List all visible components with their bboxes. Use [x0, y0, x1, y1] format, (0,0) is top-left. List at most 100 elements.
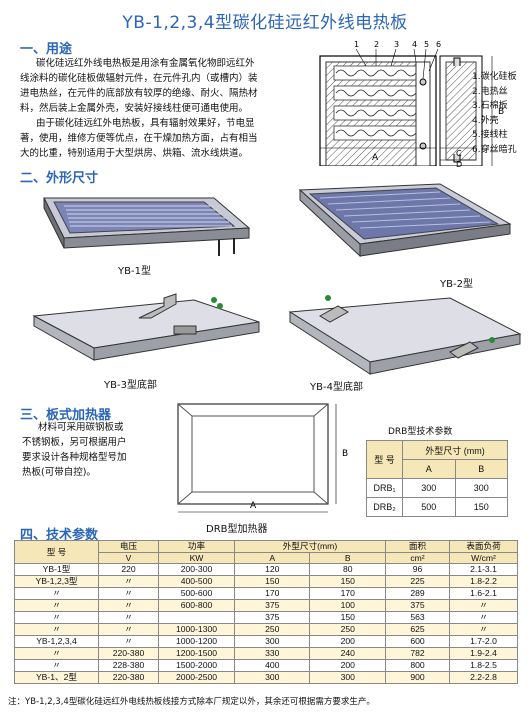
cell: 〃: [14, 659, 99, 673]
terminal-bottom: [419, 142, 427, 150]
cell: 400-500: [158, 575, 235, 589]
dim-d-label: D: [456, 160, 462, 168]
cell: 1.8-2.2: [449, 575, 518, 589]
cell: 330: [233, 647, 311, 661]
drb-table-title: DRB型技术参数: [388, 427, 453, 437]
yb1-illustration: [43, 197, 251, 256]
cell: 900: [385, 671, 450, 685]
cell: 600: [385, 635, 450, 649]
usage-line: 进电热丝，在元件的底部放有较厚的绝缘、耐火、隔热材: [20, 88, 258, 99]
cell: 〃: [449, 611, 518, 625]
cell: YB-1,2,3型: [14, 575, 99, 589]
cell: 600-800: [158, 599, 235, 613]
col-area: 面积: [385, 540, 450, 553]
cell: 100: [309, 599, 386, 613]
cell: 1000-1200: [158, 635, 235, 649]
table-row: DRB₂ 500 150: [366, 497, 508, 517]
cell: YB-1型: [14, 563, 99, 577]
yb1-caption: YB-1型: [118, 266, 151, 277]
drb-col-size: 外型尺寸 (mm): [402, 440, 508, 460]
yb4-illustration: [288, 295, 522, 375]
cell: 2.2-2.8: [449, 671, 518, 685]
cell: 500: [402, 497, 456, 517]
cell: 150: [233, 575, 311, 589]
cell: 400: [233, 659, 311, 673]
usage-line: 碳化硅远红外线电热板是用涂有金属氧化物即远红外: [36, 58, 255, 69]
section-tech-heading: 四、技术参数: [20, 528, 99, 543]
cell: YB-1、2型: [14, 671, 99, 685]
drb-table: 型 号 外型尺寸 (mm) A B DRB₁ 300 300 DRB₂ 500 …: [366, 440, 508, 517]
cell: 375: [385, 599, 450, 613]
side-terminals: [453, 57, 461, 163]
cell: 300: [233, 671, 311, 685]
cell: 〃: [449, 599, 518, 613]
col-power-unit: KW: [158, 551, 235, 565]
part-number: 6: [436, 40, 441, 49]
page-title: YB-1,2,3,4型碳化硅远红外线电热板: [122, 13, 408, 33]
yb3-illustration: [32, 293, 260, 361]
drb-diagram: B A: [177, 403, 348, 513]
cell: 300: [454, 478, 508, 498]
cell: 200: [309, 659, 386, 673]
drb-col-model: 型 号: [366, 440, 403, 479]
plate-line: 材料可采用碳钢板或: [38, 422, 124, 433]
dim-b-label: B: [498, 107, 504, 117]
legend-item: 6.穿丝暗孔: [472, 144, 517, 155]
dim-a-label: A: [372, 153, 379, 163]
col-voltage-unit: V: [98, 551, 159, 565]
drb-col-a: A: [402, 459, 456, 479]
part-number: 4: [412, 40, 417, 49]
structure-diagram: 1 2 3 4 5 6 B: [319, 40, 504, 166]
cell: 1.7-2.0: [449, 635, 518, 649]
cell: 2.1-3.1: [449, 563, 518, 577]
terminal-top: [419, 78, 427, 86]
cell: 120: [233, 563, 311, 577]
part-number: 1: [354, 40, 359, 49]
cell: 228-380: [98, 659, 159, 673]
drb-caption: DRB型加热器: [206, 524, 268, 535]
cell: [158, 611, 235, 625]
cell: 〃: [449, 623, 518, 637]
plate-line: 热板(可带自控)。: [22, 467, 96, 478]
cell: 300: [402, 478, 456, 498]
usage-paragraph: 碳化硅远红外线电热板是用涂有金属氧化物即远红外 线涂料的碳化硅板做辐射元件，在元…: [20, 56, 310, 161]
yb2-caption: YB-2型: [440, 279, 473, 290]
col-power: 功率: [158, 540, 235, 553]
col-load: 表面负荷: [449, 540, 518, 553]
cell: 80: [309, 563, 386, 577]
cell: 1.9-2.4: [449, 647, 518, 661]
cell: 150: [309, 611, 386, 625]
cell: 2000-2500: [158, 671, 235, 685]
legend-item: 5.接线柱: [472, 130, 508, 140]
side-plate: [415, 61, 431, 166]
cell: 〃: [14, 611, 99, 625]
yb2-illustration: [298, 183, 512, 258]
usage-line: 线涂料的碳化硅板做辐射元件，在元件孔内（或槽内）装: [20, 73, 258, 84]
cell: 289: [385, 587, 450, 601]
cell: 300: [233, 635, 311, 649]
legend-item: 4.外壳: [472, 115, 499, 126]
cell: 170: [233, 587, 311, 601]
cell: DRB₂: [366, 497, 403, 517]
drb-dim-b: B: [342, 449, 348, 459]
cell: 1000-1300: [158, 623, 235, 637]
cell: 250: [309, 623, 386, 637]
part-number: 3: [394, 40, 399, 49]
usage-line: 料，然后装上金属外壳，安装好接线柱便可通电使用。: [20, 103, 249, 114]
section-usage-heading: 一、用途: [20, 42, 73, 57]
legend-item: 1.碳化硅板: [472, 72, 517, 82]
cell: 625: [385, 623, 450, 637]
heating-wire-waves: [333, 65, 425, 141]
yb3-caption: YB-3型底部: [104, 380, 157, 391]
usage-line: 大的比重，特别适用于大型烘房、烘箱、流水线烘道。: [20, 148, 249, 159]
cell: 150: [309, 575, 386, 589]
cell: 250: [233, 623, 311, 637]
part-number: 2: [374, 40, 379, 49]
cell: 782: [385, 647, 450, 661]
dim-c-label: C: [456, 149, 462, 158]
legend-item: 2.电热丝: [472, 86, 508, 97]
cell: 〃: [98, 587, 159, 601]
